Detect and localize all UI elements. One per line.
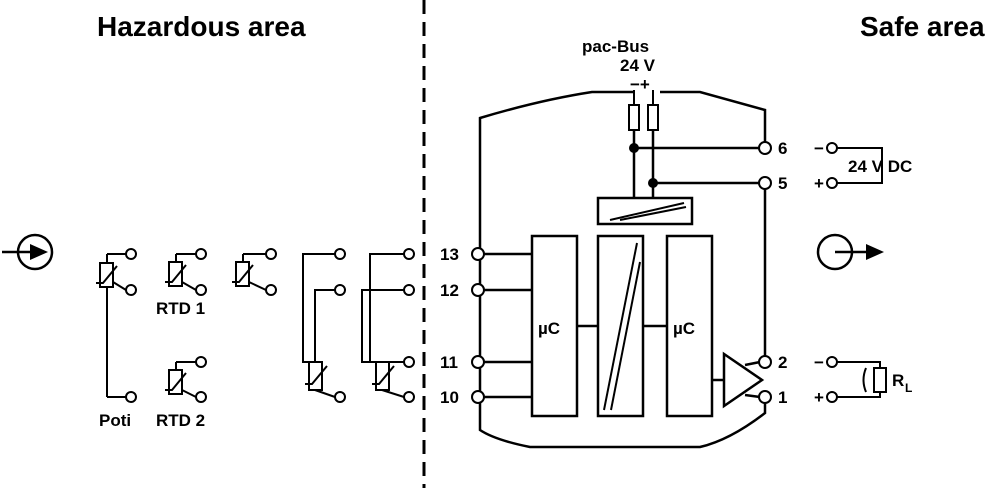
terminal-2 [758,355,772,369]
poti-label: Poti [99,411,131,430]
uc-left-label: µC [538,319,560,338]
isolation-icon [596,234,645,418]
power-isolation-block [596,196,694,226]
rtd2-sensor [165,356,207,403]
device-housing [478,90,767,449]
supply-minus-sign: − [814,139,824,158]
terminal-5 [758,176,772,190]
potentiometer-sensor [96,248,137,403]
load-label-subscript: L [905,381,912,395]
terminal-12-label: 12 [440,281,459,300]
supply-connection [826,142,883,189]
terminal-1 [758,390,772,404]
load-label: R [892,371,904,390]
input-arrow-icon [2,233,54,271]
pac-bus-connector [628,90,760,198]
load-resistor [826,356,887,403]
rtd-3wire-sensor [302,248,346,403]
rtd1-sensor [165,248,207,296]
hazardous-area-title: Hazardous area [97,11,306,42]
rtd-3wire-top-sensor [232,248,277,296]
supply-label: 24 V DC [848,157,912,176]
terminal-6 [758,141,772,155]
output-arrow-icon [816,233,884,271]
pac-bus-polarity: −+ [630,75,650,94]
pac-bus-voltage: 24 V [620,56,656,75]
terminal-6-label: 6 [778,139,787,158]
terminal-5-label: 5 [778,174,787,193]
input-terminals [471,247,532,404]
output-plus-sign: + [814,388,824,407]
uc-right-label: µC [673,319,695,338]
terminal-10-label: 10 [440,388,459,407]
terminal-2-label: 2 [778,353,787,372]
terminal-11-label: 11 [440,353,458,372]
safe-area-title: Safe area [860,11,985,42]
rtd-4wire-sensor [361,248,415,403]
output-minus-sign: − [814,353,824,372]
uc-right-block [665,234,714,418]
supply-plus-sign: + [814,174,824,193]
rtd2-label: RTD 2 [156,411,205,430]
uc-left-block [530,234,579,418]
pac-bus-label: pac-Bus [582,37,649,56]
amplifier-icon [712,351,765,409]
terminal-1-label: 1 [778,388,787,407]
rtd1-label: RTD 1 [156,299,205,318]
terminal-13-label: 13 [440,245,459,264]
